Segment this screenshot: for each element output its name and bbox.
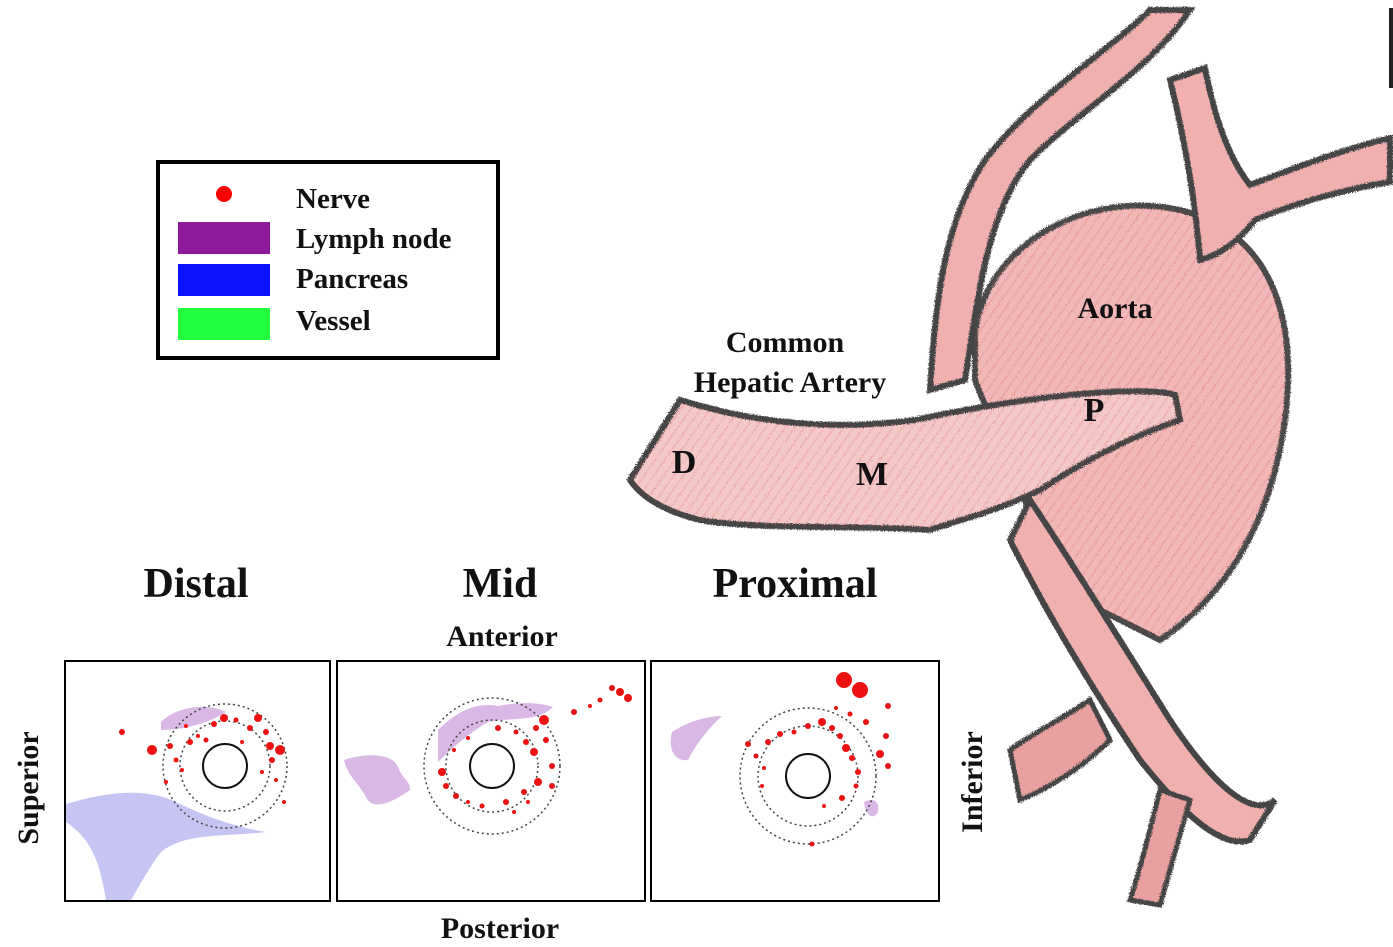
lymph-node-region [161,707,226,730]
legend-item-nerve: Nerve [160,178,496,218]
legend-label-vessel: Vessel [296,304,371,338]
lymph-node-swatch-icon [178,222,270,254]
common-hepatic-label-line1: Common [700,326,870,360]
lower-left-vessel [1010,700,1110,800]
nerve-dot-icon [216,186,232,202]
mid-marker-label: M [850,456,894,494]
pancreas-region [66,793,266,900]
anterior-label: Anterior [402,620,602,654]
posterior-label: Posterior [400,912,600,946]
upper-right-vessel [1170,68,1390,260]
distal-marker-label: D [664,444,704,482]
legend-label-nerve: Nerve [296,182,370,216]
common-hepatic-label-line2: Hepatic Artery [670,366,910,400]
bottom-vessel [1130,790,1190,905]
mid-title: Mid [400,560,600,608]
aorta-label: Aorta [1060,292,1170,326]
legend-label-lymph-node: Lymph node [296,222,452,256]
legend-item-lymph-node: Lymph node [160,220,496,260]
proximal-marker-label: P [1074,392,1114,430]
scan-edge-mark [1389,8,1393,88]
proximal-cross-section [650,660,940,902]
mid-cross-section [336,660,646,902]
distal-title: Distal [96,560,296,608]
distal-cross-section [64,660,331,902]
legend: Nerve Lymph node Pancreas Vessel [156,160,500,360]
pancreas-swatch-icon [178,264,270,296]
vessel-swatch-icon [178,308,270,340]
legend-item-pancreas: Pancreas [160,262,496,302]
inferior-label: Inferior [956,702,992,862]
pancreas-region [344,755,410,804]
legend-item-vessel: Vessel [160,304,496,344]
superior-label: Superior [12,708,48,868]
legend-label-pancreas: Pancreas [296,262,408,296]
proximal-title: Proximal [680,560,910,608]
lymph-node-region [671,716,722,760]
